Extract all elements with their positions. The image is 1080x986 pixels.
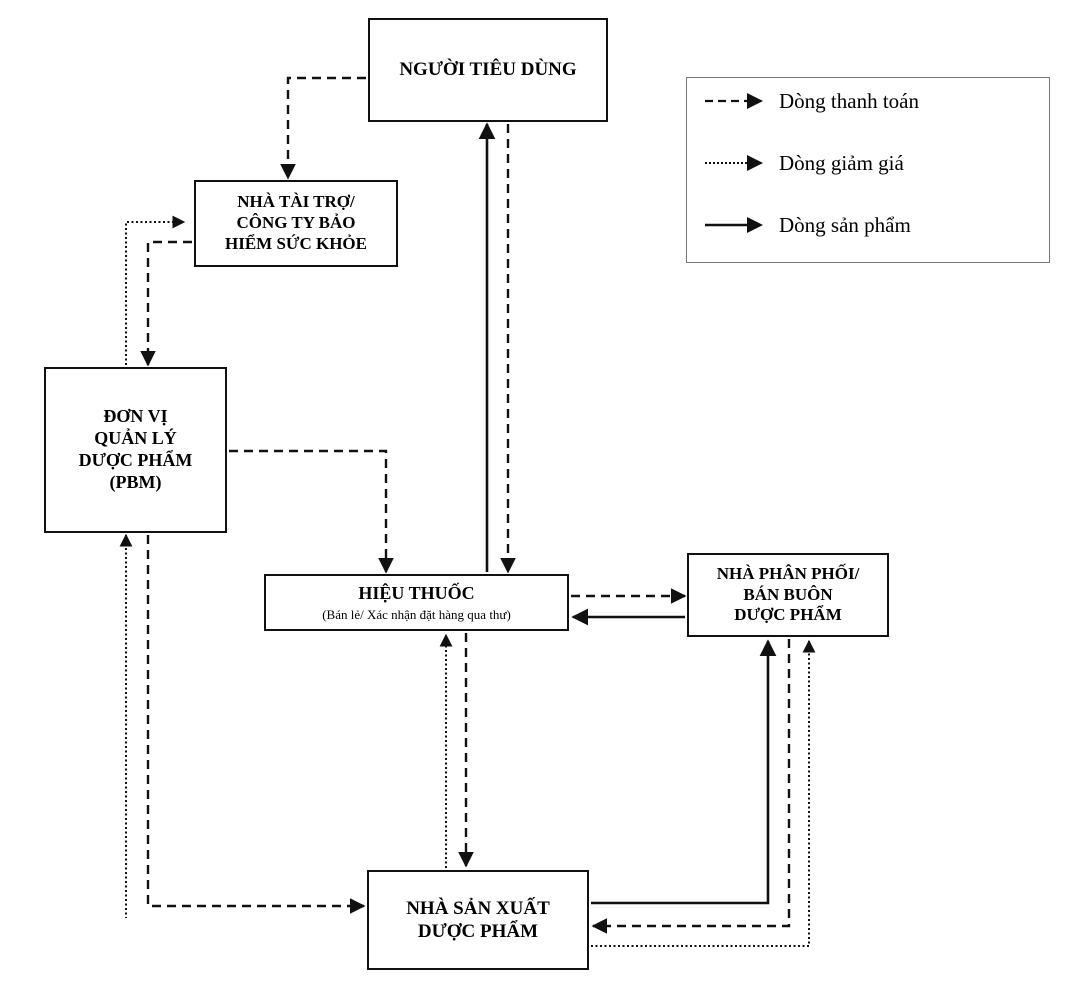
legend-label: Dòng thanh toán — [779, 88, 919, 113]
consumer-node: NGƯỜI TIÊU DÙNG — [368, 18, 608, 122]
wholesaler-node: NHÀ PHÂN PHỐI/ BÁN BUÔN DƯỢC PHẨM — [687, 553, 889, 637]
dashed-arrow-icon — [705, 93, 763, 109]
node-label-line: NHÀ SẢN XUẤT — [406, 897, 550, 919]
node-title: HIỆU THUỐC — [358, 582, 475, 603]
node-label-line: NGƯỜI TIÊU DÙNG — [399, 59, 577, 81]
node-label-line: NHÀ PHÂN PHỐI/ — [716, 563, 860, 583]
node-label-line: DƯỢC PHẨM — [417, 921, 539, 942]
legend: Dòng thanh toán Dòng giảm giá Dòng sản p… — [686, 77, 1050, 263]
edge-consumer-to-insurer-dashed — [280, 76, 366, 180]
node-label-line: CÔNG TY BẢO — [236, 213, 356, 233]
node-label-line: (PBM) — [109, 471, 162, 492]
node-label-line: DƯỢC PHẨM — [734, 605, 842, 625]
legend-item-discount: Dòng giảm giá — [703, 148, 904, 178]
edge-pbm-to-manufacturer-dashed — [146, 535, 366, 914]
pbm-node: ĐƠN VỊ QUẢN LÝ DƯỢC PHẨM (PBM) — [44, 367, 227, 533]
insurer-node: NHÀ TÀI TRỢ/ CÔNG TY BẢO HIỂM SỨC KHỎE — [194, 180, 398, 267]
edge-manufacturer-to-wholesaler-dotted — [591, 639, 816, 947]
legend-label: Dòng giảm giá — [779, 150, 904, 175]
node-label-line: DƯỢC PHẨM — [78, 450, 193, 470]
edge-pbm-to-insurer-dotted — [125, 215, 186, 365]
node-label-line: ĐƠN VỊ — [103, 406, 168, 427]
legend-label: Dòng sản phẩm — [779, 212, 911, 237]
node-label-line: HIỂM SỨC KHỎE — [225, 233, 367, 253]
legend-item-product: Dòng sản phẩm — [703, 210, 911, 240]
node-label-line: NHÀ TÀI TRỢ/ — [237, 192, 355, 212]
dotted-arrow-icon — [705, 155, 763, 171]
pharmacy-node: HIỆU THUỐC (Bán lẻ/ Xác nhận đặt hàng qu… — [264, 574, 569, 631]
node-subtitle: (Bán lẻ/ Xác nhận đặt hàng qua thư) — [322, 606, 511, 622]
edge-insurer-to-pbm-dashed — [140, 240, 192, 367]
edge-wholesaler-to-manufacturer-dashed — [591, 639, 791, 934]
node-label-line: BÁN BUÔN — [743, 584, 833, 604]
manufacturer-node: NHÀ SẢN XUẤT DƯỢC PHẨM — [367, 870, 589, 970]
legend-item-payment: Dòng thanh toán — [703, 86, 919, 116]
edge-pbm-to-pharmacy-dashed — [229, 449, 394, 574]
node-label-line: QUẢN LÝ — [94, 428, 177, 449]
edge-manufacturer-to-wholesaler-solid — [591, 639, 777, 905]
solid-arrow-icon — [705, 217, 763, 233]
